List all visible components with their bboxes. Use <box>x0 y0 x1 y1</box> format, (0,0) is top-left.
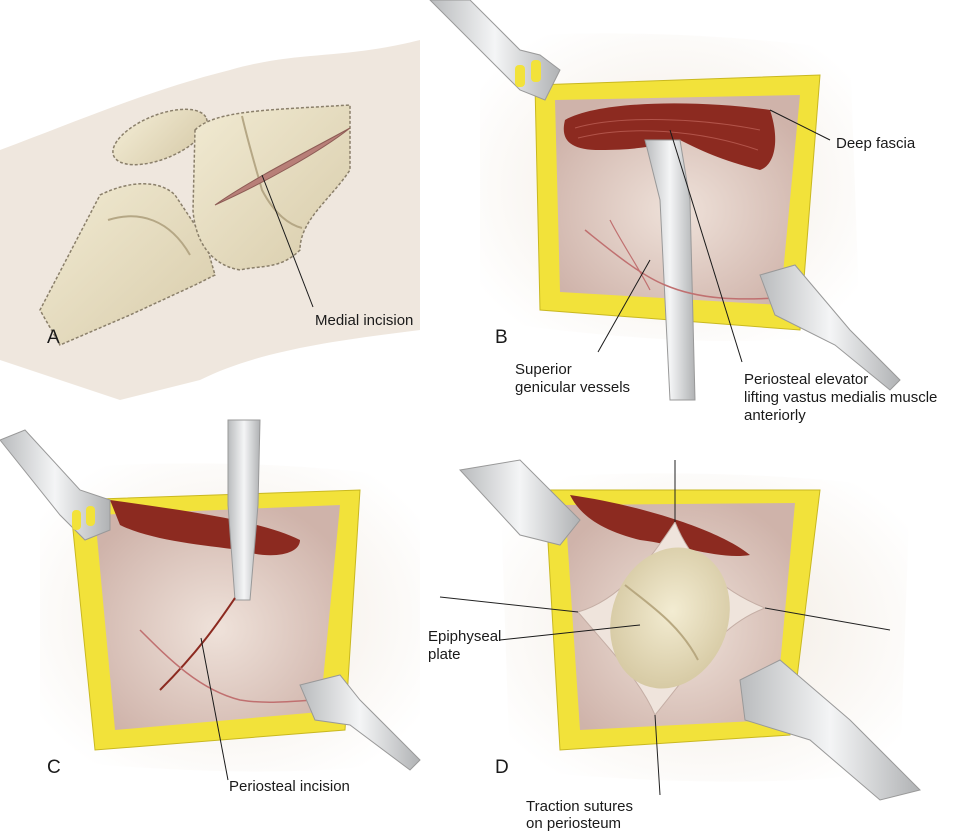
leader-periosteal-incision <box>200 637 229 781</box>
label-epiphyseal-1: Epiphyseal <box>428 628 502 645</box>
leader-epiphyseal-plate <box>499 624 641 641</box>
label-deep-fascia: Deep fascia <box>836 135 916 152</box>
panel-d-illustration <box>439 459 921 801</box>
label-superior-genicular-2: genicular vessels <box>515 379 631 396</box>
panel-c-illustration <box>0 419 421 781</box>
panel-letter-a: A <box>47 327 60 348</box>
label-elevator-2: lifting vastus medialis muscle <box>744 389 938 406</box>
label-traction-1: Traction sutures <box>526 798 633 815</box>
label-superior-genicular-1: Superior <box>515 361 572 378</box>
panel-b-illustration <box>429 0 901 401</box>
label-elevator-3: anteriorly <box>744 407 806 424</box>
panel-letter-b: B <box>495 327 508 348</box>
leader-superior-genicular <box>597 259 651 353</box>
panel-letter-d: D <box>495 757 509 778</box>
leader-periosteal-elevator <box>669 129 743 363</box>
label-medial-incision: Medial incision <box>315 312 414 329</box>
leader-medial-incision <box>261 174 314 308</box>
label-traction-2: on periosteum <box>526 815 622 832</box>
leader-deep-fascia <box>769 109 831 141</box>
label-periosteal-incision: Periosteal incision <box>229 778 350 795</box>
panel-a-illustration <box>0 40 420 400</box>
label-epiphyseal-2: plate <box>428 646 461 663</box>
label-elevator-1: Periosteal elevator <box>744 371 869 388</box>
panel-letter-c: C <box>47 757 61 778</box>
